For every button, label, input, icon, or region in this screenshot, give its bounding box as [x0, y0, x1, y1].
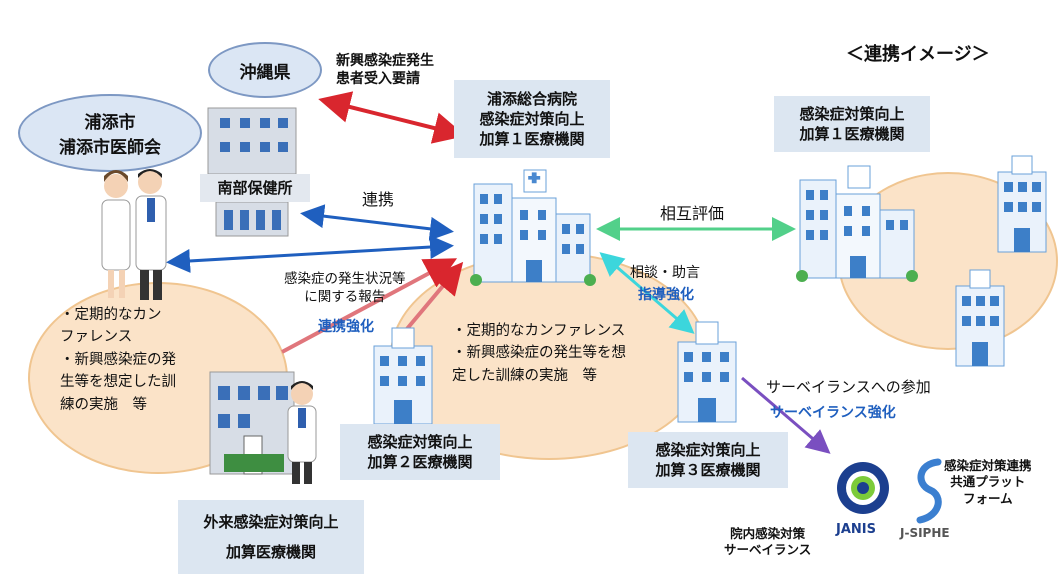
level3-hospital-icon [677, 321, 737, 423]
surveillance-label: サーベイランスへの参加 [766, 378, 931, 396]
level1-other-hospital-icon [796, 165, 918, 282]
consult-arrow [599, 252, 695, 334]
mutual-eval-label: 相互評価 [660, 204, 725, 223]
level3-node: 感染症対策向上 加算３医療機関 [628, 432, 788, 488]
renkei-label: 連携 [362, 190, 395, 209]
network-clinic-icon-2 [955, 269, 1005, 367]
level2-label: 感染症対策向上 加算２医療機関 [367, 432, 473, 471]
level3-label: 感染症対策向上 加算３医療機関 [655, 440, 761, 479]
guidance-label: 指導強化 [638, 287, 694, 303]
report-arrow-level2 [404, 261, 464, 332]
consult-label: 相談・助言 [630, 265, 700, 281]
outpatient-label-line2: 加算医療機関 [225, 543, 316, 561]
nanbu-building-base-icon [215, 202, 289, 237]
level2-hospital-icon [373, 327, 433, 425]
request-arrow [318, 91, 466, 144]
nanbu-label: 南部保健所 [217, 178, 293, 197]
jsiphe-logo-text: J-SIPHE [900, 526, 950, 540]
outpatient-doctor-illustration [287, 381, 317, 484]
surveillance-arrow [741, 376, 831, 454]
janis-logo-text: JANIS [836, 522, 876, 537]
diagram-title: ＜連携イメージ＞ [846, 44, 990, 65]
doctors-illustration [101, 169, 167, 300]
nanbu-building-icon [207, 107, 297, 175]
left-conference-note: ・定期的なカン ファレンス ・新興感染症の発 生等を想定した訓 練の実施 等 [60, 307, 176, 413]
jsiphe-caption: 感染症対策連携 共通プラット フォーム [944, 458, 1032, 506]
janis-logo [837, 462, 889, 514]
general-hospital-label: 浦添総合病院 感染症対策向上 加算１医療機関 [479, 89, 585, 149]
level1-other-node: 感染症対策向上 加算１医療機関 [774, 96, 930, 152]
outpatient-clinic-icon [209, 371, 295, 475]
urasoe-city-label: 浦添市 浦添市医師会 [59, 113, 161, 158]
report-strengthen-label: 連携強化 [318, 319, 374, 335]
jsiphe-logo [916, 458, 942, 524]
okinawa-label: 沖縄県 [239, 62, 291, 83]
general-hospital-icon [470, 169, 596, 286]
general-hospital-node: 浦添総合病院 感染症対策向上 加算１医療機関 [454, 80, 610, 158]
urasoe-city-node: 浦添市 浦添市医師会 [18, 94, 202, 172]
center-conference-note: ・定期的なカンファレンス ・新興感染症の発生等を想 定した訓練の実施 等 [452, 323, 626, 384]
level1-other-label: 感染症対策向上 加算１医療機関 [799, 104, 905, 143]
city-link-arrow [166, 235, 454, 273]
surveillance-strengthen-label: サーベイランス強化 [770, 405, 896, 421]
report-label: 感染症の発生状況等 に関する報告 [284, 271, 406, 306]
nanbu-node: 南部保健所 [200, 174, 310, 202]
janis-caption: 院内感染対策 サーベイランス [724, 526, 812, 558]
level2-node: 感染症対策向上 加算２医療機関 [340, 424, 500, 480]
request-label: 新興感染症発生 患者受入要請 [336, 53, 434, 88]
outpatient-node: 外来感染症対策向上 加算医療機関 [178, 500, 364, 574]
report-arrow-outpatient [281, 258, 458, 354]
okinawa-node: 沖縄県 [208, 42, 322, 98]
outpatient-label-line1: 外来感染症対策向上 [203, 512, 339, 531]
network-clinic-icon-1 [997, 155, 1047, 253]
nanbu-link-arrow [300, 204, 454, 241]
